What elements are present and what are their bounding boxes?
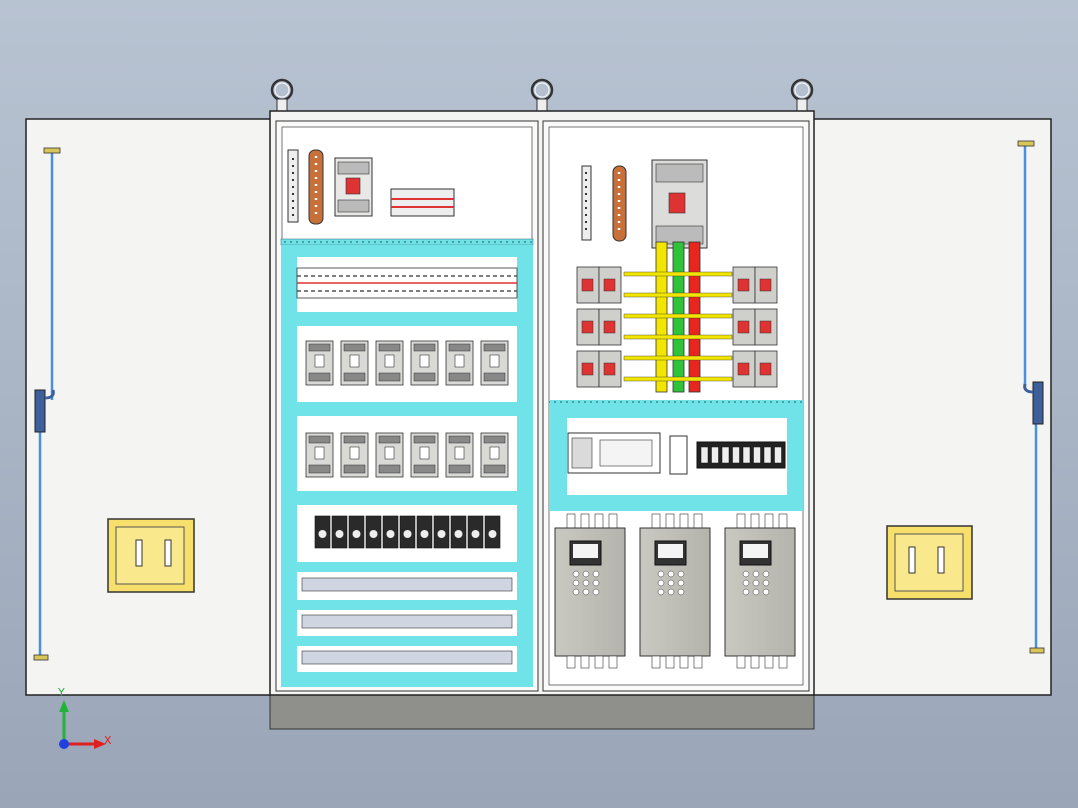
fuse-block[interactable] [390, 188, 455, 217]
breaker-module[interactable] [340, 340, 369, 386]
breaker-bank-right[interactable] [732, 266, 778, 388]
relay-module[interactable] [416, 515, 433, 549]
relay-module[interactable] [484, 515, 501, 549]
io-terminal-block[interactable] [696, 441, 786, 469]
axis-triad [59, 700, 106, 749]
ground-bar [287, 149, 299, 223]
breaker-module[interactable] [576, 350, 600, 388]
vfd-3[interactable] [724, 513, 796, 669]
breaker-module[interactable] [445, 340, 474, 386]
relay-module[interactable] [433, 515, 450, 549]
relay-module[interactable] [331, 515, 348, 549]
copper-terminal-strip [612, 165, 627, 242]
relay-module[interactable] [382, 515, 399, 549]
breaker-module[interactable] [576, 266, 600, 304]
contactor-row-3[interactable] [301, 650, 513, 665]
breaker-module[interactable] [480, 432, 509, 478]
breaker-module[interactable] [305, 340, 334, 386]
relay-module[interactable] [467, 515, 484, 549]
main-molded-case-breaker[interactable] [651, 159, 708, 249]
relay-module[interactable] [399, 515, 416, 549]
relay-module[interactable] [348, 515, 365, 549]
lifting-eye-left [270, 78, 294, 113]
plc-module[interactable] [567, 432, 688, 475]
vfd-1[interactable] [554, 513, 626, 669]
left-cabinet [275, 120, 539, 692]
breaker-module[interactable] [445, 432, 474, 478]
door-handle-rod[interactable] [33, 147, 61, 661]
plinth-base [269, 693, 815, 730]
axis-x-label: X [104, 734, 112, 747]
breaker-module[interactable] [375, 432, 404, 478]
breaker-module[interactable] [410, 432, 439, 478]
breaker-bank-left[interactable] [576, 266, 622, 388]
right-cabinet [542, 120, 810, 692]
breaker-module[interactable] [340, 432, 369, 478]
ground-bar [581, 165, 592, 241]
breaker-module[interactable] [754, 308, 778, 346]
vfd-2[interactable] [639, 513, 711, 669]
breaker-module[interactable] [305, 432, 334, 478]
right-door[interactable] [809, 118, 1052, 696]
mcb-row-1[interactable] [305, 340, 509, 386]
breaker-module[interactable] [754, 266, 778, 304]
nameplate-holder [107, 518, 195, 593]
breaker-module[interactable] [576, 308, 600, 346]
breaker-module[interactable] [410, 340, 439, 386]
breaker-module[interactable] [732, 266, 756, 304]
left-door[interactable] [25, 118, 273, 696]
breaker-module[interactable] [598, 308, 622, 346]
lifting-eye-right [790, 78, 814, 113]
breaker-module[interactable] [732, 308, 756, 346]
breaker-module[interactable] [375, 340, 404, 386]
main-breaker-small[interactable] [334, 157, 373, 217]
contactor-row-2[interactable] [301, 614, 513, 629]
nameplate-holder [886, 525, 973, 600]
axis-y-label: Y [58, 686, 65, 699]
relay-row[interactable] [314, 515, 501, 549]
lifting-eye-center [530, 78, 554, 113]
three-phase-busbar [623, 241, 733, 393]
breaker-module[interactable] [480, 340, 509, 386]
breaker-module[interactable] [598, 266, 622, 304]
copper-terminal-strip [308, 149, 324, 225]
mcb-row-2[interactable] [305, 432, 509, 478]
terminal-row[interactable] [296, 267, 518, 299]
breaker-module[interactable] [754, 350, 778, 388]
breaker-module[interactable] [732, 350, 756, 388]
door-handle-rod[interactable] [1017, 140, 1045, 654]
relay-module[interactable] [365, 515, 382, 549]
door-hinge-latch[interactable] [1023, 381, 1044, 425]
relay-module[interactable] [450, 515, 467, 549]
door-hinge-latch[interactable] [34, 389, 55, 433]
relay-module[interactable] [314, 515, 331, 549]
contactor-row-1[interactable] [301, 577, 513, 592]
breaker-module[interactable] [598, 350, 622, 388]
